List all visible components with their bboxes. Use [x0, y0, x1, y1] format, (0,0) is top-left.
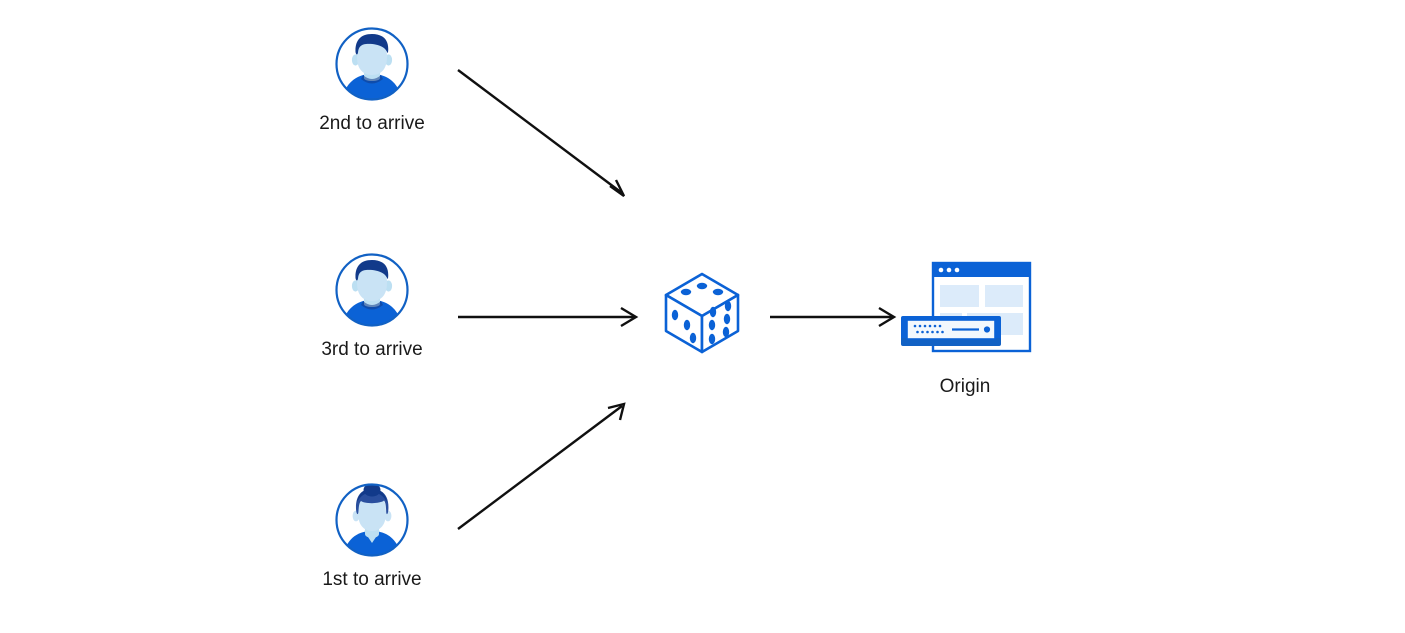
- window-dot: [938, 267, 944, 273]
- origin-server-icon: [901, 261, 1032, 353]
- node-label-origin: Origin: [939, 376, 991, 397]
- server-appliance-icon: [901, 316, 1001, 346]
- node-client-3rd[interactable]: 3rd to arrive: [321, 251, 423, 360]
- user-avatar-icon: [335, 253, 409, 327]
- node-label-client-1st: 1st to arrive: [322, 569, 422, 590]
- node-client-1st[interactable]: 1st to arrive: [322, 481, 422, 590]
- node-label-client-2nd: 2nd to arrive: [319, 113, 425, 134]
- arrow-3rd-to-dice: [458, 306, 639, 328]
- user-avatar-icon: [335, 483, 409, 557]
- content-block: [985, 285, 1023, 307]
- node-origin[interactable]: Origin: [895, 258, 1035, 397]
- arrow-dice-to-origin: [770, 306, 897, 328]
- window-dot: [954, 267, 960, 273]
- node-randomizer[interactable]: [657, 268, 747, 358]
- user-avatar-icon: [335, 27, 409, 101]
- node-label-client-3rd: 3rd to arrive: [321, 339, 423, 360]
- node-client-2nd[interactable]: 2nd to arrive: [319, 25, 425, 134]
- dice-icon: [664, 272, 740, 354]
- arrow-1st-to-dice: [457, 402, 626, 530]
- content-block: [940, 285, 979, 307]
- window-dot: [946, 267, 952, 273]
